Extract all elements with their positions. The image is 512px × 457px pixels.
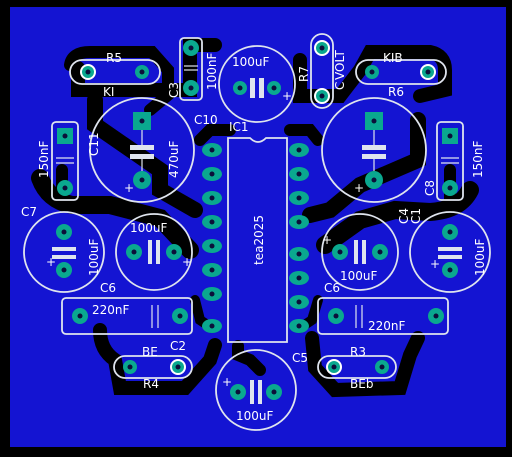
c2-label: C2 (170, 339, 186, 353)
ic1-ref-label: IC1 (229, 120, 249, 134)
ic1-pin-8 (202, 319, 222, 333)
c7-capacitor: + (23, 211, 105, 293)
ic1-pin-13 (289, 215, 309, 229)
svg-text:+: + (430, 257, 440, 271)
c5-value: 100uF (236, 409, 274, 423)
c8-value: 150nF (471, 140, 485, 178)
kib-label: KIB (383, 51, 403, 65)
ic1-pin-2 (202, 167, 222, 181)
c7-film-capacitor (51, 121, 79, 201)
r7-resistor (310, 33, 334, 109)
c7-top-value: 150nF (37, 140, 51, 178)
c1-label: C1 (409, 208, 423, 224)
ic1-part-label: tea2025 (252, 215, 266, 265)
c11-value: 470uF (167, 140, 181, 178)
c6-film-capacitor (61, 297, 193, 335)
volt-label: VOLT (333, 50, 347, 80)
ic1-pin-15 (289, 167, 309, 181)
be-label: BE (142, 345, 158, 359)
r6-label: R6 (388, 85, 404, 99)
c10-value: 100uF (232, 55, 270, 69)
c9-capacitor: + (321, 97, 427, 203)
c7-value: 100uF (87, 238, 101, 276)
ki-label: KI (103, 85, 114, 99)
r4-resistor (113, 355, 193, 379)
ic1-pin-4 (202, 215, 222, 229)
c11-label: C11 (87, 132, 101, 156)
ic1-outline (227, 137, 288, 343)
ic1-pin-11 (289, 271, 309, 285)
c8-film-capacitor (436, 121, 464, 201)
r3-resistor (317, 355, 397, 379)
r4-label: R4 (143, 377, 159, 391)
r5-resistor (69, 59, 161, 85)
ic1-pin-12 (289, 247, 309, 261)
svg-text:+: + (354, 181, 364, 195)
svg-text:+: + (124, 181, 134, 195)
c11-capacitor: + (89, 97, 195, 203)
svg-text:+: + (182, 255, 192, 269)
c6b-film-capacitor (317, 297, 449, 335)
c3-value: 100nF (205, 52, 219, 90)
ic1-pads (202, 143, 309, 333)
svg-text:+: + (46, 255, 56, 269)
c5-capacitor: + (215, 349, 297, 431)
ic1-pin-3 (202, 191, 222, 205)
ic1-pin-14 (289, 191, 309, 205)
c5-label: C5 (292, 351, 308, 365)
ic1-pin-5 (202, 239, 222, 253)
svg-text:+: + (322, 233, 332, 247)
ic1-pin-1 (202, 143, 222, 157)
r7-label: R7 (297, 66, 311, 82)
c10-label: C10 (194, 113, 218, 127)
c1-capacitor: + (409, 211, 491, 293)
svg-text:+: + (222, 375, 232, 389)
ic1-pin-6 (202, 263, 222, 277)
c6-label: C6 (100, 281, 116, 295)
c6b-value: 220nF (368, 319, 406, 333)
ic1-pin-9 (289, 319, 309, 333)
c3-label: C3 (167, 82, 181, 98)
c4-value: 100uF (340, 269, 378, 283)
c3-capacitor (179, 37, 203, 101)
c6b-label: C6 (324, 281, 340, 295)
c8-label: C8 (423, 180, 437, 196)
r3-label: R3 (350, 345, 366, 359)
r6-resistor (355, 59, 447, 85)
ic1-pin-10 (289, 295, 309, 309)
c10-capacitor: + (218, 45, 296, 123)
c1-value: 100uF (473, 238, 487, 276)
svg-text:+: + (282, 89, 292, 103)
c4-electrolytic: + (321, 213, 399, 291)
r7-c-label: C (333, 82, 347, 90)
beb-label: BEb (350, 377, 373, 391)
r5-label: R5 (106, 51, 122, 65)
ic1-pin-7 (202, 287, 222, 301)
c6-left-value: 100uF (130, 221, 168, 235)
c7-label: C7 (21, 205, 37, 219)
c6-electrolytic: + (115, 213, 193, 291)
c6-value: 220nF (92, 303, 130, 317)
ic1-pin-16 (289, 143, 309, 157)
c4-label: C4 (397, 208, 411, 224)
